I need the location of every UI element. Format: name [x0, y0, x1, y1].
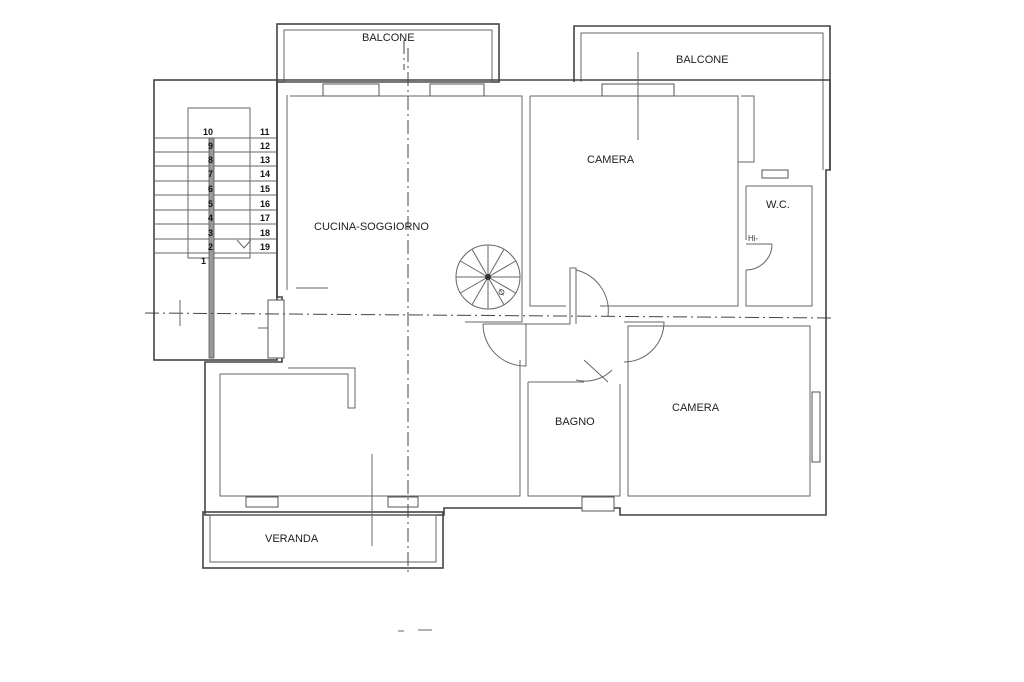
label-balcone-right: BALCONE — [676, 54, 729, 66]
stair-number: 11 — [260, 127, 270, 137]
stair-number: 7 — [208, 169, 213, 179]
stair-number: 16 — [260, 199, 270, 209]
room-cucina-soggiorno — [219, 95, 523, 497]
stair-number: 6 — [208, 184, 213, 194]
room-camera-top — [529, 95, 755, 307]
stair-number: 9 — [208, 141, 213, 151]
balcony-right — [573, 25, 831, 170]
stair-number: 19 — [260, 242, 270, 252]
stair-number: 13 — [260, 155, 270, 165]
stair-number: 14 — [260, 169, 270, 179]
spiral-stair: Ø — [455, 244, 521, 310]
stair-number: 12 — [260, 141, 270, 151]
stair-number: 5 — [208, 199, 213, 209]
label-camera-bottom: CAMERA — [672, 402, 720, 414]
spiral-mark: Ø — [496, 288, 507, 297]
outer-walls — [204, 79, 831, 516]
stair-number: 18 — [260, 228, 270, 238]
label-bagno: BAGNO — [555, 416, 595, 428]
label-camera-top: CAMERA — [587, 154, 635, 166]
stair-number: 8 — [208, 155, 213, 165]
veranda — [202, 511, 444, 569]
spiral-tread — [460, 260, 489, 278]
corridor-doors — [482, 267, 665, 383]
section-axes — [144, 40, 836, 572]
spiral-tread — [487, 260, 516, 278]
room-wc — [745, 169, 813, 307]
stair-number: 17 — [260, 213, 270, 223]
spiral-tread — [487, 276, 516, 294]
stair-number: 1 — [201, 256, 206, 266]
label-wc: W.C. — [766, 199, 790, 211]
stair-number: 4 — [208, 213, 213, 223]
stair-numbers-left: 10 9 8 7 6 5 4 3 2 1 — [201, 127, 213, 266]
label-balcone-left: BALCONE — [362, 32, 415, 44]
stair-number: 15 — [260, 184, 270, 194]
stair-numbers-right: 11 12 13 14 15 16 17 18 19 — [260, 127, 270, 252]
spiral-tread — [460, 276, 489, 294]
label-cucina-soggiorno: CUCINA-SOGGIORNO — [314, 221, 429, 233]
room-camera-bottom — [627, 325, 821, 497]
stair-number: 10 — [203, 127, 213, 137]
spiral-tread — [487, 249, 505, 278]
balcony-left — [276, 23, 500, 83]
spiral-tread — [471, 249, 489, 278]
windows — [245, 83, 675, 512]
stair-number: 3 — [208, 228, 213, 238]
spiral-tread — [471, 276, 489, 305]
stair-block — [153, 79, 278, 361]
wc-mark: Hi- — [748, 234, 759, 243]
label-veranda: VERANDA — [265, 533, 319, 545]
stair-number: 2 — [208, 242, 213, 252]
room-bagno — [527, 381, 621, 497]
stray-mark — [398, 629, 432, 632]
spiral-tread — [487, 276, 505, 305]
